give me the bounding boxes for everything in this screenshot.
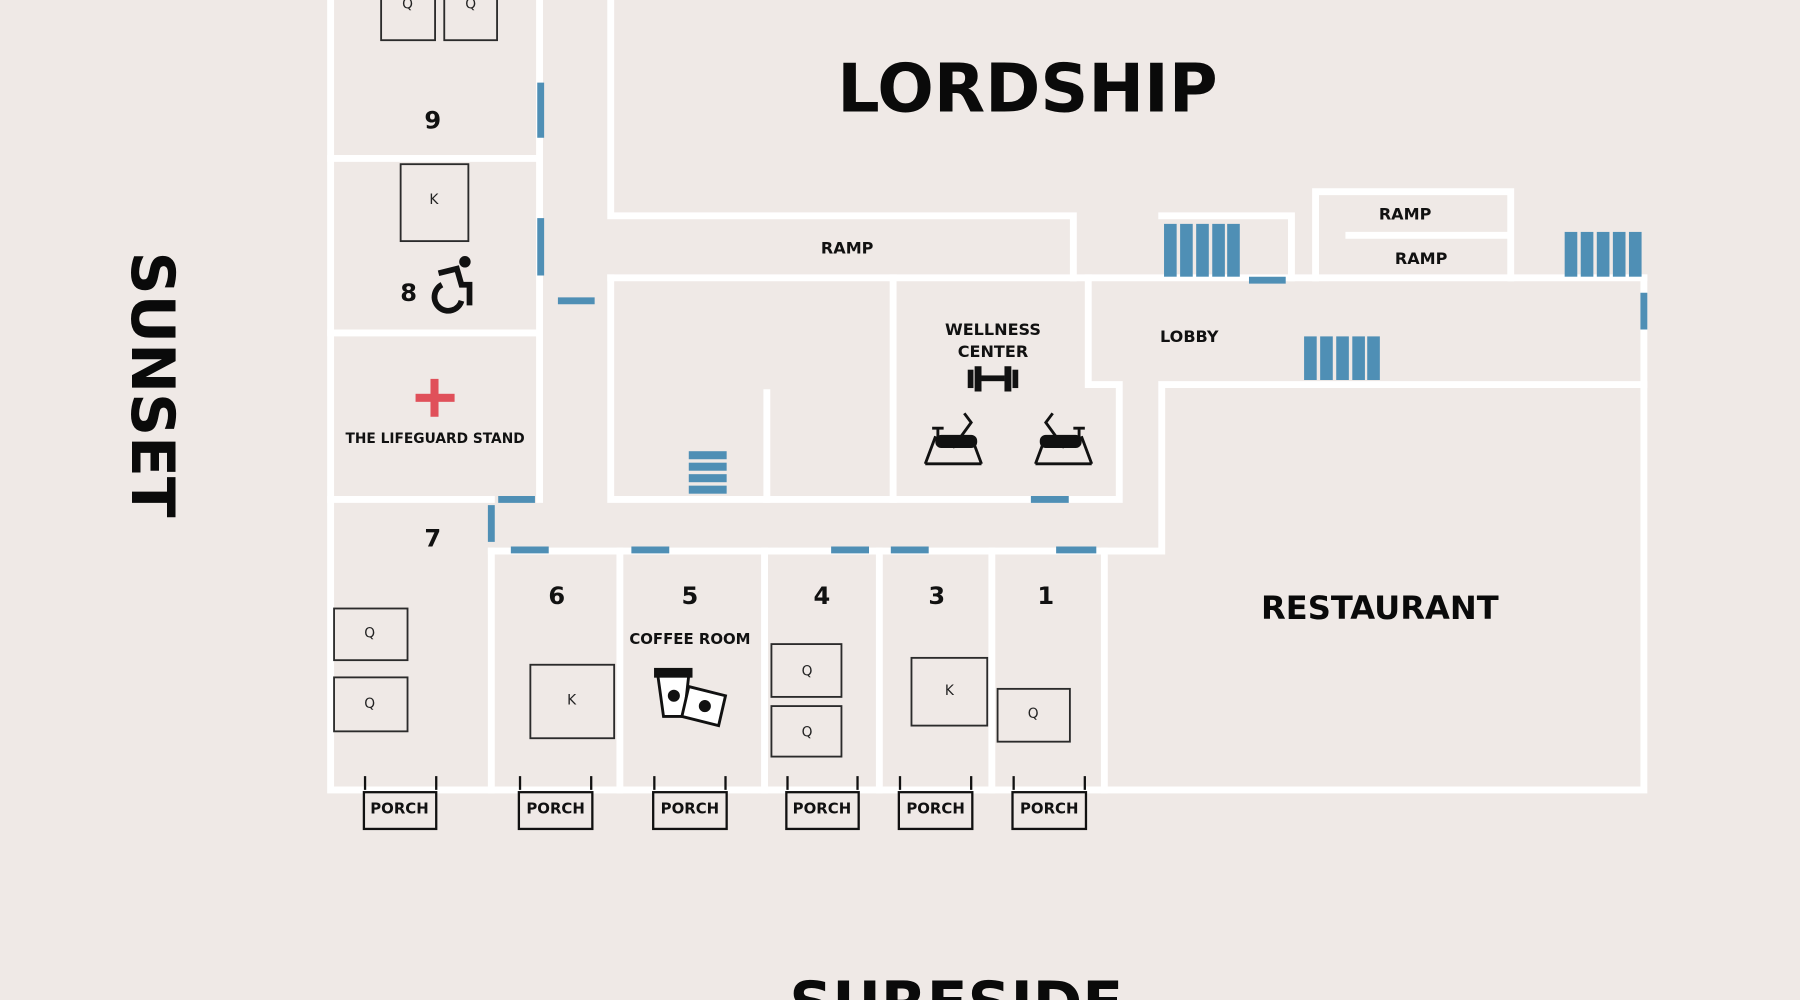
svg-text:Q: Q [802,664,813,680]
porch-room-3: PORCH [897,776,974,831]
svg-text:Q: Q [402,0,413,13]
svg-text:Q: Q [465,0,476,13]
bed-queen: Q [770,643,843,698]
ramp-label-upper: RAMP [1379,204,1432,223]
room-number-8: 8 [400,279,417,307]
first-aid-cross-icon [415,378,455,417]
wheelchair-accessible-icon [431,256,473,314]
stairs-east [1564,231,1642,277]
svg-text:Q: Q [364,696,375,712]
stairs-lobby [1304,336,1380,381]
svg-text:K: K [945,683,955,699]
svg-text:Q: Q [802,724,813,740]
svg-text:PORCH: PORCH [1020,799,1078,817]
coffee-room-label: COFFEE ROOM [629,630,750,648]
svg-text:Q: Q [364,626,375,642]
restaurant-label: RESTAURANT [1261,589,1499,627]
porch-room-1: PORCH [1011,776,1088,831]
street-label-sunset: SUNSET [117,252,186,518]
walls [327,0,1648,794]
room-number-1: 1 [1037,582,1054,610]
svg-text:PORCH: PORCH [370,799,428,817]
svg-text:PORCH: PORCH [906,799,964,817]
lifeguard-stand-label: THE LIFEGUARD STAND [345,431,524,447]
svg-text:PORCH: PORCH [526,799,584,817]
svg-text:K: K [567,692,577,708]
street-label-lordship: LORDSHIP [837,49,1217,127]
dumbbell-icon [967,366,1019,392]
stairs-inner [688,451,727,494]
room-number-5: 5 [682,582,699,610]
lobby-label: LOBBY [1160,327,1219,346]
stairs-north [1164,223,1240,277]
coffee-cups-icon [654,667,728,728]
bed-king: K [399,163,470,243]
bed-queen: Q [380,0,436,42]
wellness-label-line2: CENTER [958,342,1029,361]
exercise-bike-icon [1034,412,1094,466]
wellness-label-line1: WELLNESS [945,320,1041,339]
svg-text:Q: Q [1028,706,1039,722]
exercise-bike-icon [923,412,983,466]
bed-queen: Q [333,676,409,733]
bed-queen: Q [443,0,498,42]
svg-text:PORCH: PORCH [793,799,851,817]
ramp-label-lower: RAMP [1395,249,1448,268]
porch-room-7: PORCH [362,776,438,831]
room-number-4: 4 [814,582,831,610]
ramp-label-main: RAMP [821,239,874,258]
room-number-6: 6 [548,582,565,610]
bed-king: K [529,663,616,740]
porch-room-5: PORCH [652,776,728,831]
bed-queen: Q [770,705,843,758]
bed-king: K [910,656,989,727]
bed-queen: Q [333,607,409,662]
porch-room-4: PORCH [785,776,860,831]
street-label-surfside: SURFSIDE [789,970,1123,1000]
svg-text:K: K [429,192,439,208]
room-number-7: 7 [424,524,441,552]
room-number-9: 9 [424,107,441,135]
porch-room-6: PORCH [517,776,594,831]
doors [487,82,1648,554]
bed-queen: Q [996,687,1071,743]
svg-text:PORCH: PORCH [661,799,719,817]
room-number-3: 3 [928,582,945,610]
